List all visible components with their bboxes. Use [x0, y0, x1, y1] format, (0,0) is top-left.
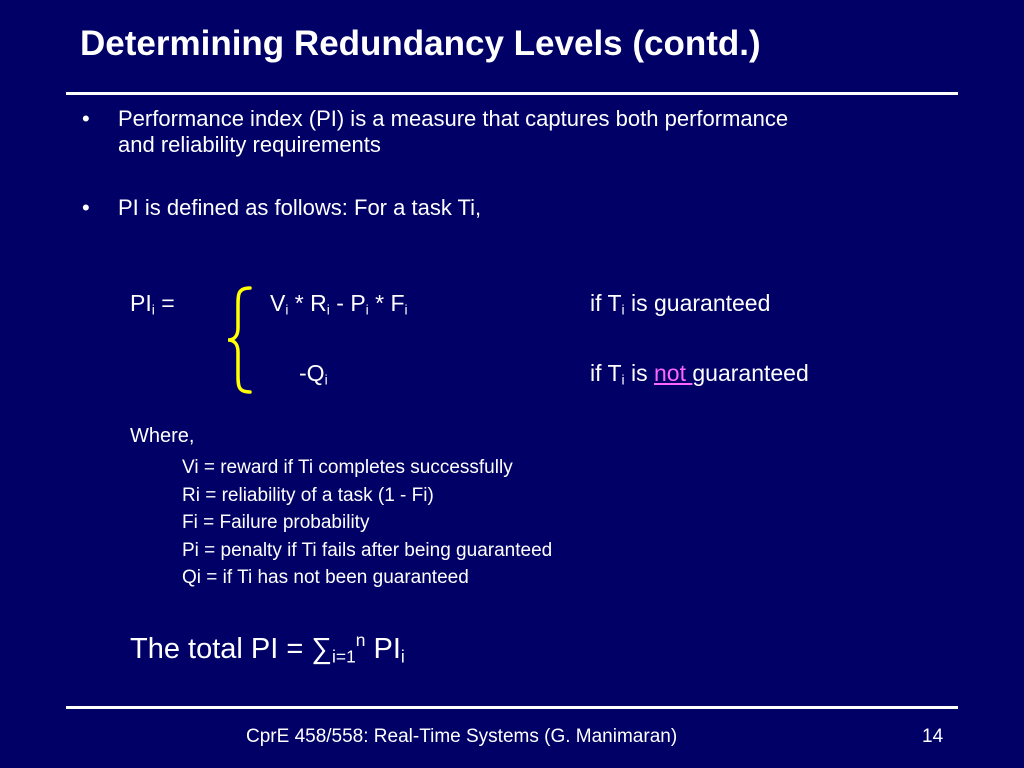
slide-title: Determining Redundancy Levels (contd.): [80, 24, 761, 63]
curly-brace-icon: [227, 286, 252, 394]
definition-qi: Qi = if Ti has not been guaranteed: [182, 567, 469, 588]
bullet-1-line-1: Performance index (PI) is a measure that…: [118, 106, 789, 131]
bullet-1: Performance index (PI) is a measure that…: [118, 106, 788, 158]
total-pi-formula: The total PI = ∑i=1n PIi: [130, 629, 405, 667]
not-word: not: [654, 360, 693, 386]
bullet-marker-1: •: [82, 106, 90, 131]
equation-lhs: PIi =: [130, 290, 175, 318]
bullet-marker-2: •: [82, 195, 90, 220]
definitions-list: Vi = reward if Ti completes successfully…: [182, 454, 552, 592]
definition-ri: Ri = reliability of a task (1 - Fi): [182, 484, 434, 506]
bullet-1-line-2: and reliability requirements: [118, 132, 381, 157]
where-label: Where,: [130, 425, 195, 447]
title-divider: [66, 92, 958, 95]
page-number: 14: [922, 726, 944, 747]
bullet-2: PI is defined as follows: For a task Ti,: [118, 195, 481, 221]
case2-condition: if Ti is not guaranteed: [590, 360, 809, 388]
definition-vi: Vi = reward if Ti completes successfully: [182, 457, 513, 478]
footer-course: CprE 458/558: Real-Time Systems (G. Mani…: [246, 726, 678, 747]
case1-expression: Vi * Ri - Pi * Fi: [270, 290, 408, 318]
definition-fi: Fi = Failure probability: [182, 512, 370, 533]
footer-divider: [66, 706, 958, 709]
definition-pi: Pi = penalty if Ti fails after being gua…: [182, 539, 553, 561]
case2-expression: -Qi: [299, 360, 328, 388]
sum-symbol: ∑: [311, 633, 333, 665]
case1-condition: if Ti is guaranteed: [590, 290, 771, 318]
bullet-2-line-1: PI is defined as follows: For a task Ti,: [118, 195, 482, 220]
